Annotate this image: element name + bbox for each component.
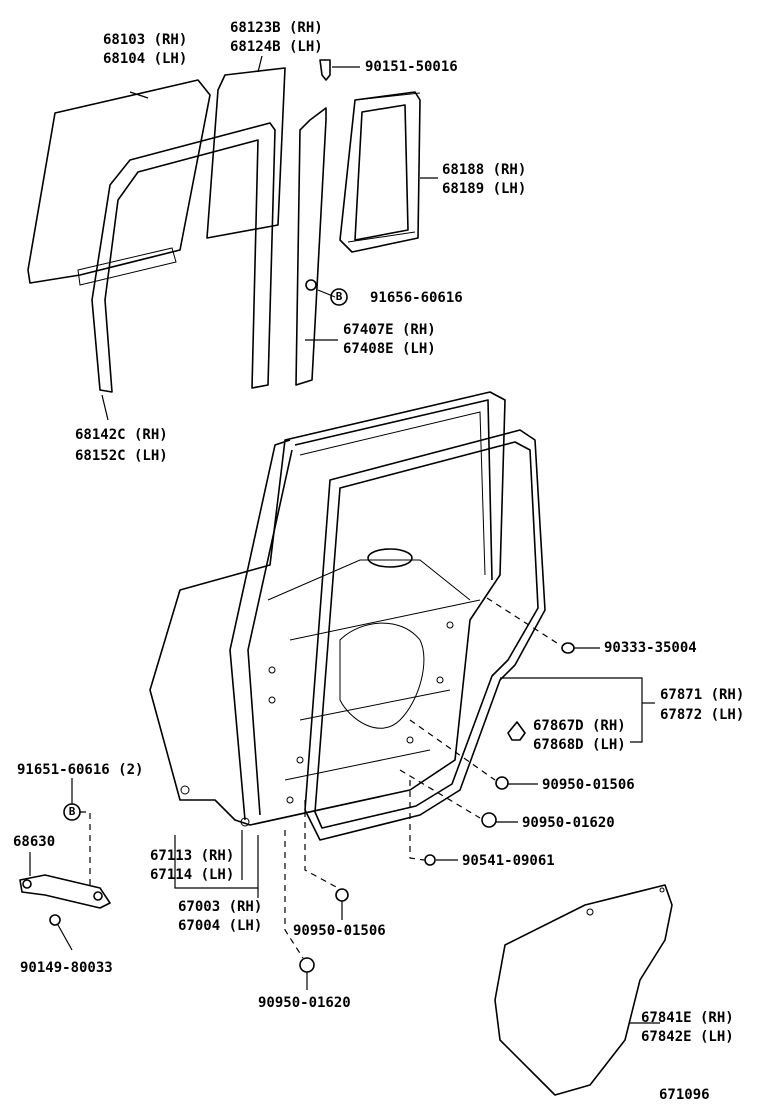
label-67004: 67004 (LH) — [178, 918, 263, 934]
label-67114: 67114 (LH) — [150, 867, 235, 883]
dashed-90950-01620a — [399, 769, 481, 819]
label-67867d: 67867D (RH) — [533, 718, 626, 734]
weatherstrip — [304, 429, 546, 841]
dashed-90333 — [486, 597, 561, 646]
label-90151: 90151-50016 — [365, 59, 458, 75]
glass-run — [91, 122, 276, 393]
leader-91656 — [317, 289, 336, 298]
bracket-67871 — [500, 677, 643, 743]
dashed-90950-01506b — [304, 800, 339, 889]
label-90950-01506a: 90950-01506 — [542, 777, 635, 793]
door-glass — [27, 79, 211, 286]
label-68104: 68104 (LH) — [103, 51, 188, 67]
service-hole-cover — [494, 884, 673, 1096]
label-68630: 68630 — [13, 834, 56, 850]
badge-b-upper — [330, 288, 348, 306]
label-67408e: 67408E (LH) — [343, 341, 436, 357]
label-68189: 68189 (LH) — [442, 181, 527, 197]
badge-b-lower-letter: B — [68, 805, 76, 818]
label-90950-01506b: 90950-01506 — [293, 923, 386, 939]
leader-68142c — [101, 394, 109, 421]
label-67113: 67113 (RH) — [150, 848, 235, 864]
label-90333: 90333-35004 — [604, 640, 697, 656]
dashed-90950-01620b — [284, 830, 304, 959]
label-67841e: 67841E (RH) — [641, 1010, 734, 1026]
label-68123b: 68123B (RH) — [230, 20, 323, 36]
label-68124b: 68124B (LH) — [230, 39, 323, 55]
label-67871: 67871 (RH) — [660, 687, 745, 703]
bolt-90149 — [49, 914, 61, 926]
label-67868d: 67868D (LH) — [533, 737, 626, 753]
dashed-91651 — [80, 811, 91, 890]
division-bar — [295, 59, 331, 386]
label-67003: 67003 (RH) — [178, 899, 263, 915]
label-91651: 91651-60616 (2) — [17, 762, 144, 778]
label-67872: 67872 (LH) — [660, 707, 745, 723]
leader-68103 — [129, 91, 149, 99]
door-panel — [149, 391, 506, 827]
label-68188: 68188 (RH) — [442, 162, 527, 178]
dashed-90541 — [409, 780, 425, 861]
label-68103: 68103 (RH) — [103, 32, 188, 48]
label-90541: 90541-09061 — [462, 853, 555, 869]
leader-90149 — [57, 924, 73, 951]
label-91656: 91656-60616 — [370, 290, 463, 306]
door-check — [19, 874, 111, 909]
label-68152c: 68152C (LH) — [75, 448, 168, 464]
label-68142c: 68142C (RH) — [75, 427, 168, 443]
bracket-67113 — [174, 835, 259, 889]
diagram-reference-number: 671096 — [659, 1087, 710, 1103]
label-67842e: 67842E (LH) — [641, 1029, 734, 1045]
label-90950-01620b: 90950-01620 — [258, 995, 351, 1011]
label-90950-01620a: 90950-01620 — [522, 815, 615, 831]
leader-68123b — [257, 55, 263, 73]
label-67407e: 67407E (RH) — [343, 322, 436, 338]
badge-b-upper-letter: B — [335, 290, 343, 303]
quarter-glass — [206, 67, 286, 239]
quarter-window-frame — [339, 91, 421, 253]
label-90149: 90149-80033 — [20, 960, 113, 976]
